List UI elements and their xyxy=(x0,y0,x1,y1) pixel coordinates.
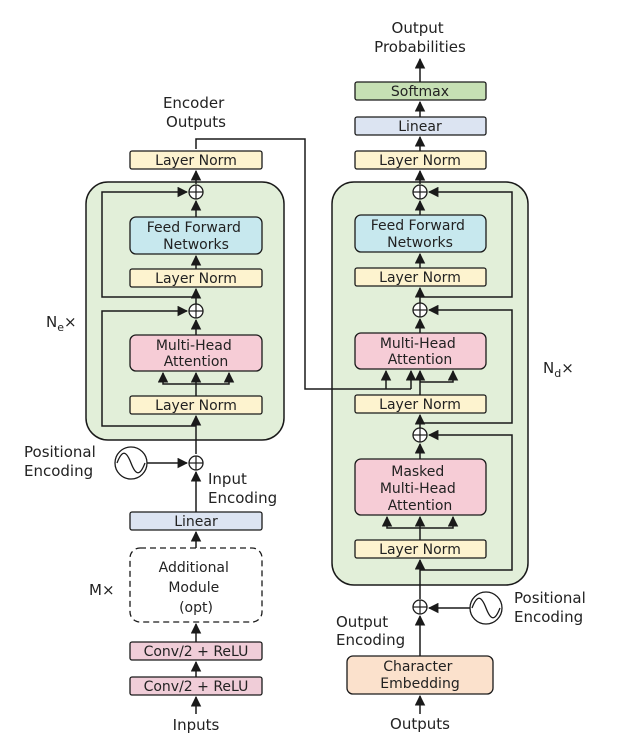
input-encoding-label: Input Encoding xyxy=(208,470,277,507)
decoder-input-add xyxy=(412,599,428,615)
output-probabilities-label: Output Probabilities xyxy=(374,19,466,56)
decoder-add-mid xyxy=(412,302,428,318)
encoder-add-top xyxy=(188,184,204,200)
decoder-layer-norm-top-label: Layer Norm xyxy=(379,153,461,169)
encoder-linear-label: Linear xyxy=(174,514,218,530)
character-embedding xyxy=(346,655,494,695)
encoder-positional-encoding-label: Positional Encoding xyxy=(24,443,101,480)
decoder-add-top xyxy=(412,184,428,200)
decoder-softmax xyxy=(354,81,487,101)
decoder-cross-attention-label: Multi-Head Attention xyxy=(380,336,460,368)
encoder-input-add xyxy=(188,455,204,471)
encoder-repeat-label: Ne× xyxy=(46,313,77,334)
conv-relu-bottom-label: Conv/2 + ReLU xyxy=(144,679,249,695)
decoder-masked-attention-label: Masked Multi-Head Attention xyxy=(380,464,460,514)
decoder-linear xyxy=(354,116,487,136)
encoder-attention-label: Multi-Head Attention xyxy=(156,338,236,370)
encoder-linear xyxy=(129,511,263,531)
encoder-layer-norm-bottom-label: Layer Norm xyxy=(155,398,237,414)
encoder-sine-wave-icon xyxy=(114,446,148,480)
outputs-label: Outputs xyxy=(390,715,450,733)
decoder-layer-norm-bottom-label: Layer Norm xyxy=(379,542,461,558)
decoder-feed-forward-label: Feed Forward Networks xyxy=(371,218,470,251)
conv-relu-bottom xyxy=(129,676,263,696)
encoder-feed-forward-label: Feed Forward Networks xyxy=(147,220,246,253)
encoder-add-mid xyxy=(188,303,204,319)
conv-relu-top-label: Conv/2 + ReLU xyxy=(144,644,249,660)
encoder-outputs-label: Encoder Outputs xyxy=(163,94,229,131)
decoder-layer-norm-top xyxy=(354,150,487,170)
decoder-positional-encoding-label: Positional Encoding xyxy=(514,589,591,626)
decoder-layer-norm-ff-label: Layer Norm xyxy=(379,270,461,286)
output-encoding-label: Output Encoding xyxy=(336,613,405,649)
additional-module-label: Additional Module (opt) xyxy=(159,560,234,616)
character-embedding-label: Character Embedding xyxy=(380,659,459,692)
decoder-sine-wave-icon xyxy=(469,591,503,625)
encoder-layer-norm-top-label: Layer Norm xyxy=(155,153,237,169)
encoder-layer-norm-mid-label: Layer Norm xyxy=(155,271,237,287)
inputs-label: Inputs xyxy=(173,716,220,734)
decoder-softmax-label: Softmax xyxy=(391,84,449,100)
conv-relu-top xyxy=(129,641,263,661)
decoder-linear-label: Linear xyxy=(398,119,442,135)
additional-module xyxy=(129,547,263,623)
decoder-repeat-label: Nd× xyxy=(543,359,574,380)
encoder-layer-norm-top xyxy=(129,150,263,170)
decoder-layer-norm-cross-label: Layer Norm xyxy=(379,397,461,413)
decoder-add-masked xyxy=(412,427,428,443)
module-repeat-label: M× xyxy=(89,581,115,599)
